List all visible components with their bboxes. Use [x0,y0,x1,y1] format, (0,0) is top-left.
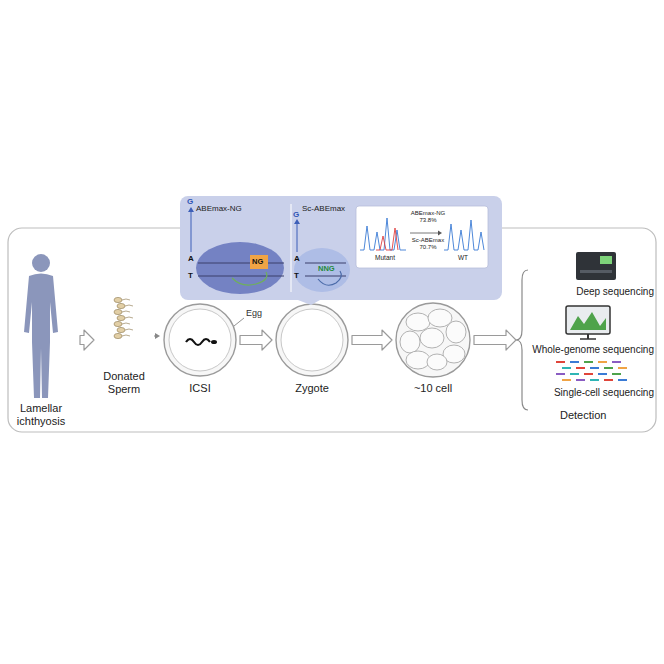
node-text: Whole-genome sequencing [530,344,654,356]
read-dash [590,367,599,369]
hollow-arrow [240,330,272,350]
label-text: NG [252,258,263,266]
label-text: A [294,255,300,263]
read-dash [584,373,593,375]
arrow-head [155,333,160,339]
stage-node: ICSI [164,304,236,402]
read-dash [604,379,613,381]
node-text: Sc-ABEmax [302,204,352,213]
node-text: Donated Sperm [98,370,150,395]
label-text: G [293,211,299,219]
node-text: Deep sequencing [530,286,654,298]
label-text: T [294,272,299,280]
read-dash [576,379,585,381]
stage-node: Lamellar ichthyosis [6,250,76,432]
stage-node: Deep sequencing [530,250,654,298]
bracket [516,270,528,410]
node-text: Mutant [360,254,410,261]
stage-node: Sc-ABEmax [300,201,352,295]
node-text: Zygote [276,382,348,395]
single-cell-reads [556,362,627,380]
node-text: ABEmax-NG [196,204,256,213]
read-dash [604,367,613,369]
read-dash [584,361,593,363]
read-dash [562,367,571,369]
sperm-cells [114,297,133,338]
hollow-arrow [352,330,392,350]
stage-node: ~10 cell [396,303,470,402]
read-dash [576,367,585,369]
read-dash [570,361,579,363]
node-text: WT [440,254,486,261]
label-text: G [187,198,193,206]
read-dash [612,373,621,375]
label-text: Detection [560,410,606,421]
flow-arrow [474,330,516,350]
stage-node: Zygote [276,304,348,402]
read-dash [556,373,565,375]
node-text: ABEmax-NG 73.8% [410,210,446,224]
node-text: Lamellar ichthyosis [6,402,76,427]
monitor-icon [566,306,610,339]
flow-arrow [80,330,94,350]
read-dash [562,379,571,381]
stage-node: Whole-genome sequencing [530,304,654,358]
outer-panel [8,228,656,432]
label-text: Egg [246,309,262,318]
stage-node: Single-cell sequencing [530,360,654,400]
icsi-egg [164,304,244,376]
flow-arrow [154,333,160,339]
read-dash [618,367,627,369]
stage-node: ABEmax-NG [196,201,288,295]
embryo-10-cell [396,303,470,377]
flow-arrow [240,330,272,350]
sequencer-icon [576,252,616,280]
stage-node: Donated Sperm [98,292,150,402]
hollow-arrow [474,330,516,350]
read-dash [598,361,607,363]
flow-arrow [352,330,392,350]
read-dash [612,361,621,363]
node-text: ICSI [164,382,236,395]
read-dash [598,373,607,375]
read-dash [556,361,565,363]
node-text: Single-cell sequencing [530,387,654,399]
label-text: NNG [318,265,335,273]
node-text: Sc-ABEmax 70.7% [410,237,446,251]
read-dash [570,373,579,375]
read-dash [590,379,599,381]
hollow-arrow [80,330,94,350]
human-figure [24,254,58,398]
read-dash [618,379,627,381]
zygote-cell [276,304,348,376]
label-text: A [188,255,194,263]
editing-panel [180,196,502,305]
node-text: ~10 cell [396,382,470,395]
label-text: T [188,272,193,280]
stage-node: Mutant ABEmax-NG 73.8% Sc-ABEmax 70.7% WT [356,206,488,268]
